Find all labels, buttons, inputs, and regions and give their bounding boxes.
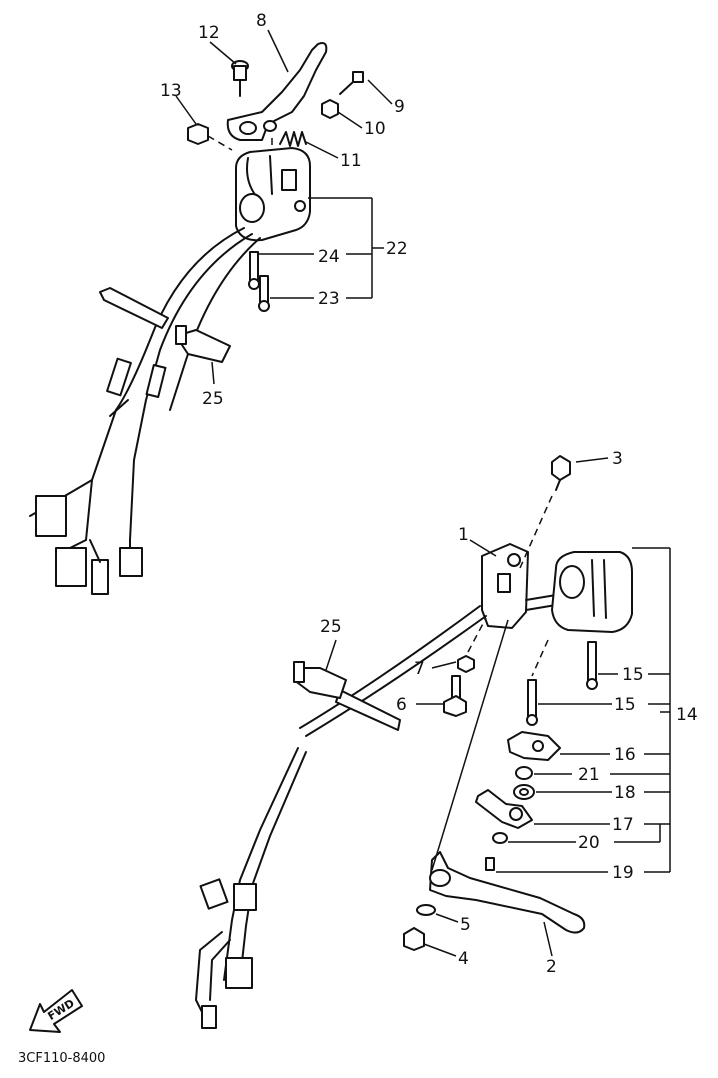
callout-19: 19 — [612, 863, 634, 883]
upper-wire-harness — [29, 227, 261, 595]
callout-14: 14 — [676, 705, 698, 725]
callout-15-a: 15 — [622, 665, 644, 685]
callout-15-b: 15 — [614, 695, 636, 715]
callout-10: 10 — [364, 119, 386, 139]
callout-25-upper: 25 — [202, 389, 224, 409]
switch-knob-16 — [507, 731, 561, 761]
callout-7: 7 — [414, 659, 425, 679]
bolt-6 — [443, 675, 467, 717]
switch-housing-14 — [551, 551, 633, 633]
screw-9 — [339, 71, 364, 95]
callout-13: 13 — [160, 81, 182, 101]
spring-11 — [279, 131, 307, 147]
nut-10 — [321, 99, 339, 119]
clamp-25-upper — [175, 325, 231, 363]
callout-11: 11 — [340, 151, 362, 171]
callout-6: 6 — [396, 695, 407, 715]
callout-23: 23 — [318, 289, 340, 309]
diagram-code: 3CF110-8400 — [18, 1051, 105, 1066]
callout-16: 16 — [614, 745, 636, 765]
pin-5 — [416, 904, 436, 916]
switch-17 — [475, 789, 533, 829]
nut-7 — [457, 655, 475, 673]
callout-24: 24 — [318, 247, 340, 267]
lever-8 — [226, 42, 328, 141]
nut-4 — [403, 927, 425, 951]
screw-19 — [485, 857, 495, 871]
screw-24 — [248, 251, 260, 290]
callout-3: 3 — [612, 449, 623, 469]
lower-wire-harness — [195, 747, 307, 1029]
callout-9: 9 — [394, 97, 405, 117]
switch-housing-22 — [235, 147, 311, 242]
washer-21 — [515, 766, 533, 780]
screw-15-a — [586, 641, 598, 690]
lever-bracket-1 — [481, 543, 529, 629]
callout-22: 22 — [386, 239, 408, 259]
callout-17: 17 — [612, 815, 634, 835]
callout-5: 5 — [460, 915, 471, 935]
callout-8: 8 — [256, 11, 267, 31]
lever-2 — [429, 851, 586, 934]
leader-lines — [175, 29, 671, 957]
washer-20 — [492, 832, 508, 844]
callout-4: 4 — [458, 949, 469, 969]
callout-21: 21 — [578, 765, 600, 785]
callout-12: 12 — [198, 23, 220, 43]
nut-13 — [187, 123, 233, 151]
callout-labels: 12 8 13 9 10 11 22 24 23 25 3 1 25 7 6 1… — [160, 11, 698, 977]
callout-1: 1 — [458, 525, 469, 545]
cable-tie-upper — [99, 287, 169, 329]
callout-2: 2 — [546, 957, 557, 977]
callout-18: 18 — [614, 783, 636, 803]
screw-23 — [258, 275, 270, 312]
callout-25-lower: 25 — [320, 617, 342, 637]
screw-15-b — [526, 679, 538, 726]
bolt-12 — [231, 60, 249, 97]
callout-20: 20 — [578, 833, 600, 853]
clamp-25-lower — [293, 661, 347, 699]
washer-18 — [513, 784, 535, 800]
bolt-3 — [551, 455, 571, 491]
forward-arrow-icon: FWD — [29, 989, 83, 1033]
